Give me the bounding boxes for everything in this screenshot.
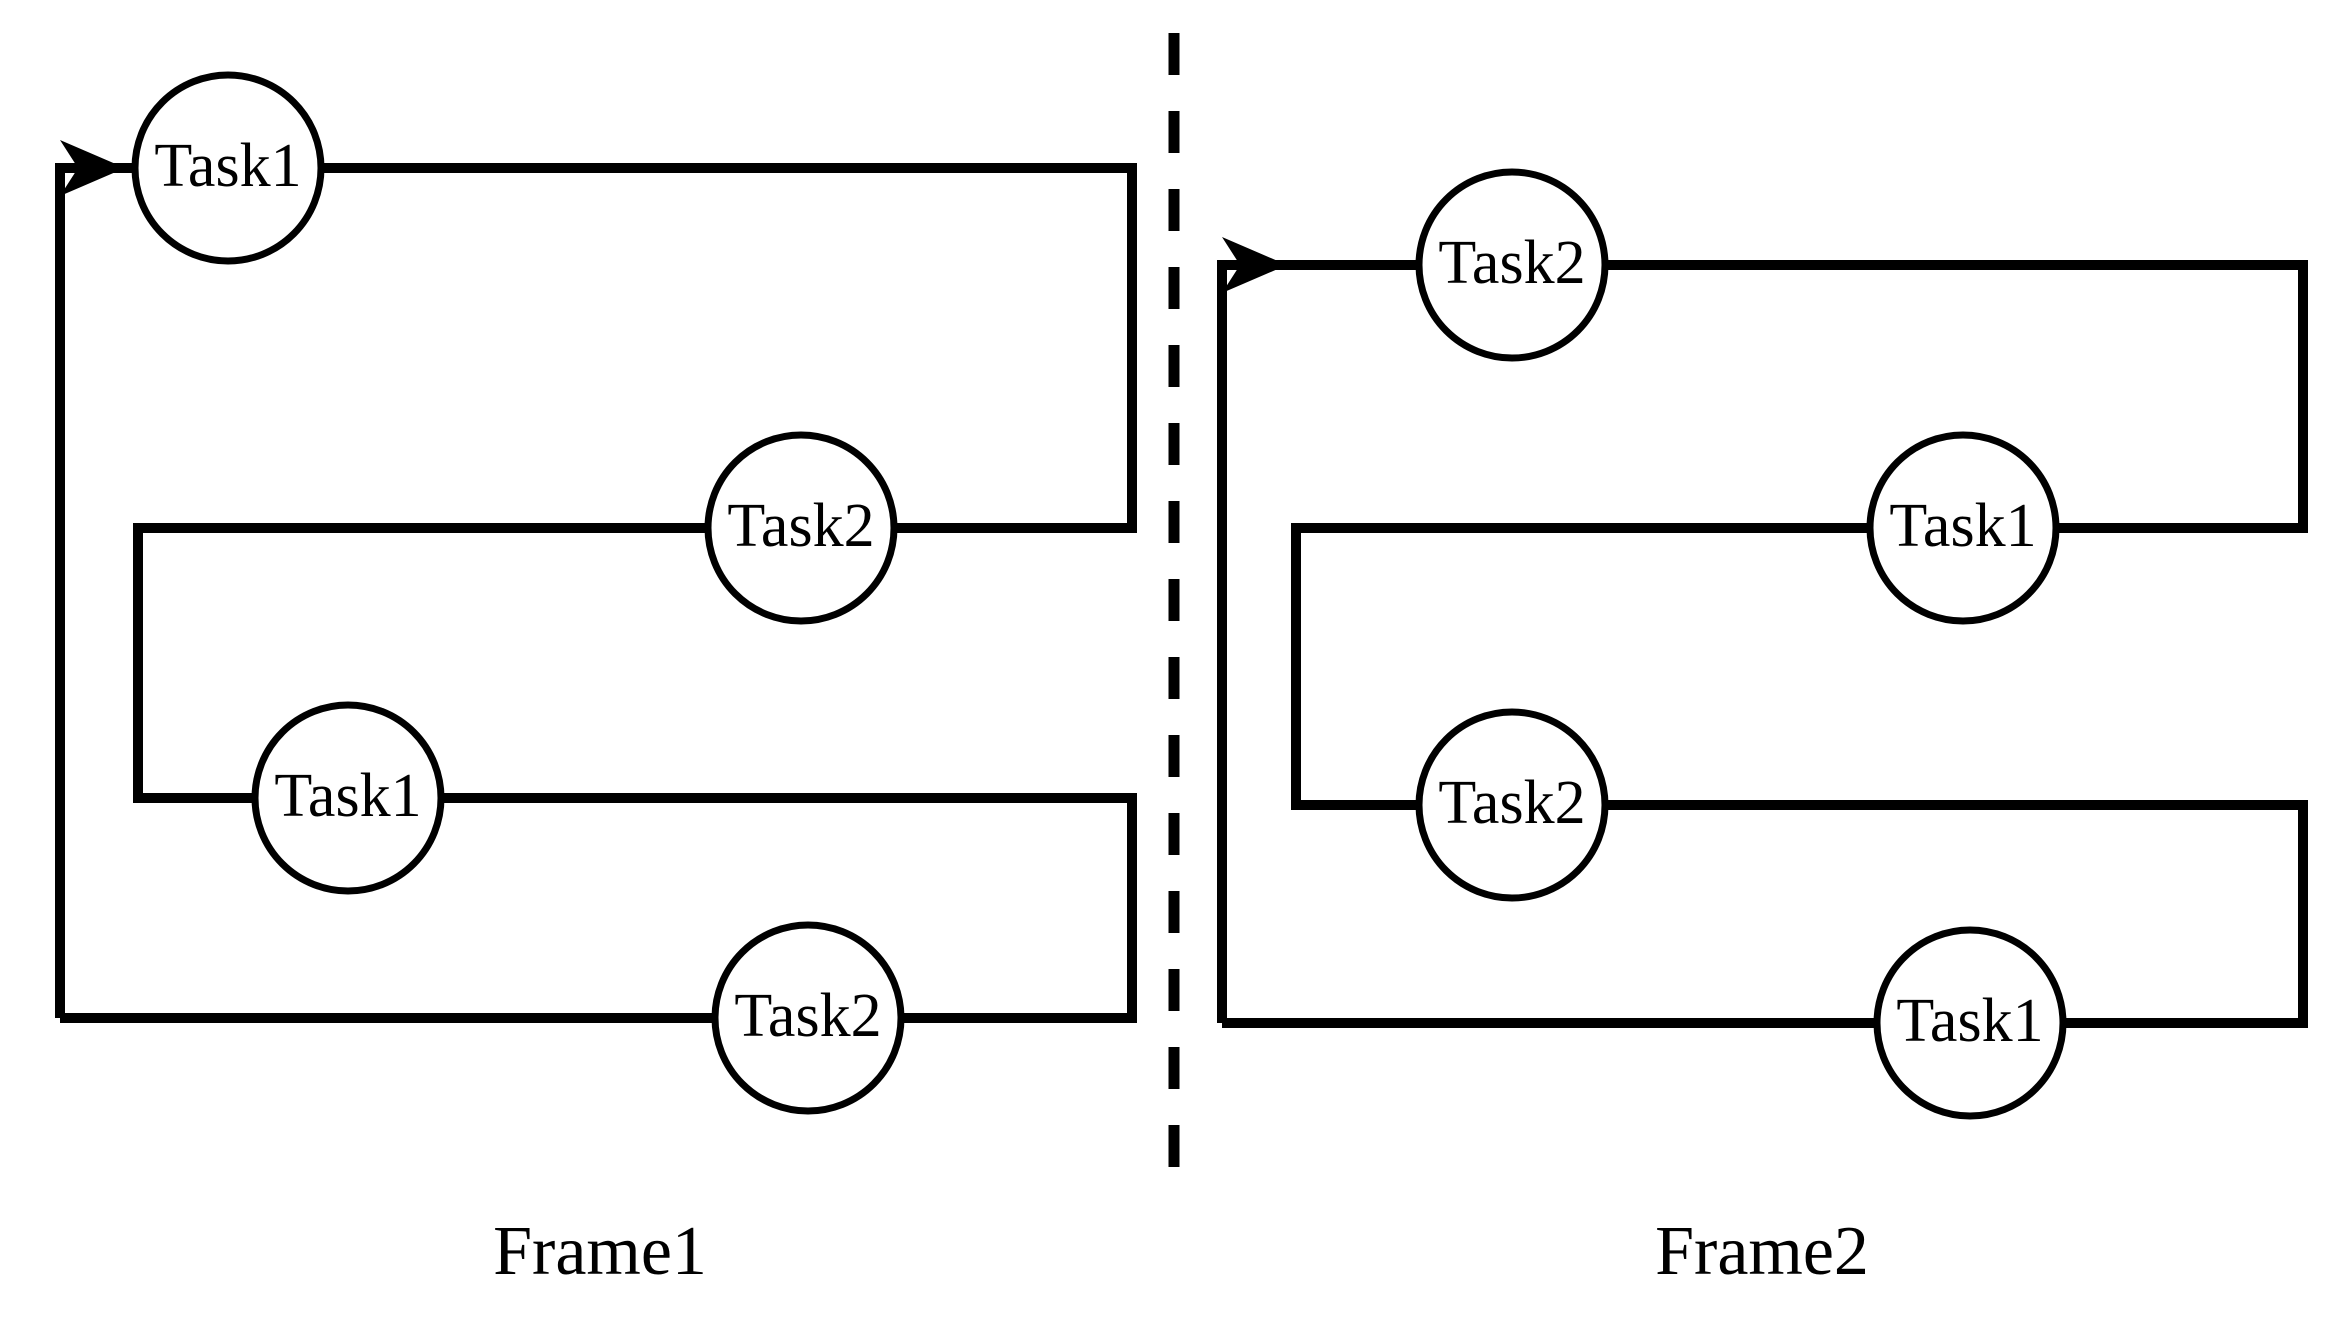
edge-task1-to-task2-bottom [441, 793, 1137, 1023]
node-label: Task1 [1896, 987, 2043, 1055]
node-label: Task2 [1438, 769, 1585, 837]
node-label: Task2 [734, 982, 881, 1050]
edge-task1-to-task2-lower [1291, 523, 1870, 810]
frame-2-group: Task2 Task1 Task2 Task1 Frame2 [1217, 168, 2308, 1290]
node-label: Task2 [727, 492, 874, 560]
node-task2-fourth[interactable]: Task2 [711, 921, 905, 1115]
node-circle [251, 701, 445, 895]
node-label: Task1 [1889, 492, 2036, 560]
node-circle [1415, 168, 1609, 362]
node-circle [704, 431, 898, 625]
node-label: Task2 [1438, 229, 1585, 297]
node-task2-first[interactable]: Task2 [1415, 168, 1609, 362]
node-circle [1866, 431, 2060, 625]
node-task1-second[interactable]: Task1 [1866, 431, 2060, 625]
node-circle [131, 71, 325, 265]
arrowhead-icon-frame2 [1222, 237, 1287, 293]
node-circle [711, 921, 905, 1115]
node-task2-second[interactable]: Task2 [704, 431, 898, 625]
node-label: Task1 [154, 132, 301, 200]
node-label: Task1 [274, 762, 421, 830]
edge-task2-to-task1-bottom [1605, 800, 2308, 1028]
edge-entry-to-task2 [1217, 260, 1419, 1023]
frame-1-group: Task1 Task2 Task1 Task2 Frame1 [55, 71, 1137, 1290]
frame2-label: Frame2 [1655, 1213, 1869, 1290]
node-task2-third[interactable]: Task2 [1415, 708, 1609, 902]
node-circle [1415, 708, 1609, 902]
node-task1-fourth[interactable]: Task1 [1873, 926, 2067, 1120]
frame1-label: Frame1 [493, 1213, 707, 1290]
node-circle [1873, 926, 2067, 1120]
edge-task2-to-task1-lower [133, 523, 708, 803]
arrowhead-icon-frame1 [60, 140, 125, 196]
node-task1-third[interactable]: Task1 [251, 701, 445, 895]
edge-entry-to-task1 [55, 163, 135, 1018]
edge-task2-to-task1-upper [1605, 260, 2308, 533]
node-task1-first[interactable]: Task1 [131, 71, 325, 265]
edge-task1-to-task2-upper [321, 163, 1137, 533]
